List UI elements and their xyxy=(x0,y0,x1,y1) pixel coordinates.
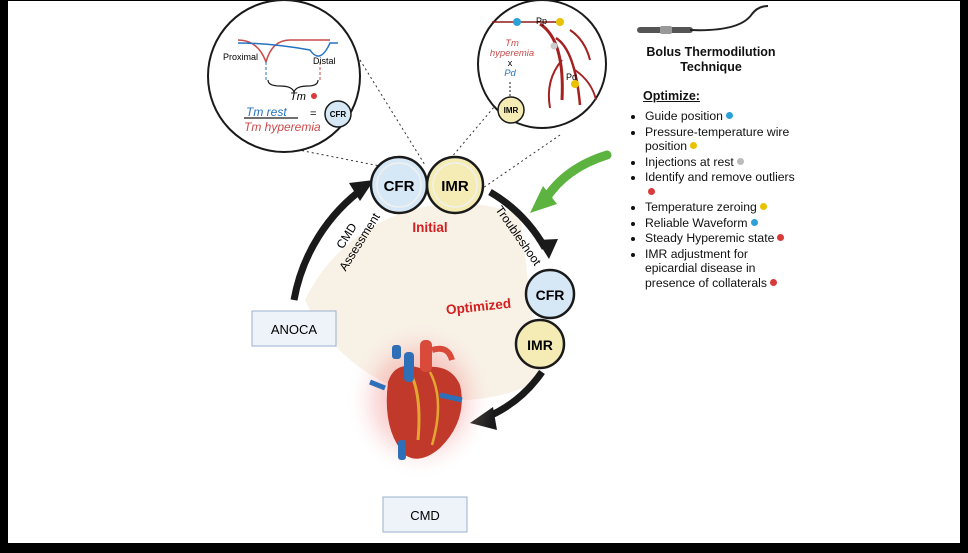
optimize-item-text: Identify and remove outliers xyxy=(645,170,795,184)
tm-rest-label: Tm rest xyxy=(246,105,287,119)
info-marker-icon xyxy=(777,234,785,241)
optimize-item-text: Injections at rest xyxy=(645,154,734,169)
pd-vessel-label: Pd xyxy=(566,72,577,82)
panel-title-line1: Bolus Thermodilution xyxy=(646,45,776,59)
info-marker-icon xyxy=(769,278,777,286)
imr-optimized-circle xyxy=(514,318,566,370)
vessel-tm-label: Tm xyxy=(505,38,519,49)
info-marker-icon xyxy=(690,142,698,149)
optimize-item-text: Pressure-temperature wire position xyxy=(645,124,790,154)
imr-optimized-label: IMR xyxy=(527,337,553,353)
optimize-list: Guide positionPressure-temperature wire … xyxy=(626,109,796,290)
anoca-label: ANOCA xyxy=(271,322,318,337)
vessel-inset xyxy=(477,0,607,129)
optimize-item-text: Guide position xyxy=(645,109,723,123)
anoca-box xyxy=(251,310,337,347)
green-arrowhead xyxy=(530,186,557,213)
optimize-item: IMR adjustment for epicardial disease in… xyxy=(645,247,796,291)
assessment-arrowhead xyxy=(349,180,374,201)
cmd-box xyxy=(382,496,468,533)
imr-initial-circle xyxy=(425,155,485,215)
assessment-arrow xyxy=(290,184,368,301)
info-marker-icon xyxy=(725,112,733,119)
guidewire-icon xyxy=(637,5,769,34)
multiply-label: x xyxy=(508,58,513,68)
optimize-item-text: IMR adjustment for epicardial disease in… xyxy=(645,246,767,290)
vessel-pd-label: Pd xyxy=(504,68,516,79)
cfr-optimized-label: CFR xyxy=(536,287,565,303)
imr-initial-label: IMR xyxy=(441,178,469,195)
distal-label: Distal xyxy=(313,56,336,66)
optimize-heading: Optimize: xyxy=(643,89,700,103)
optimize-item-text: Reliable Waveform xyxy=(645,215,748,230)
optimized-label: Optimized xyxy=(445,296,511,318)
info-marker-icon xyxy=(648,187,655,195)
vessel-hyperemia-label: hyperemia xyxy=(490,48,534,59)
tm-hyperemia-label: Tm hyperemia xyxy=(244,120,321,134)
optimize-item: Pressure-temperature wire position xyxy=(645,125,796,154)
cfr-initial-label: CFR xyxy=(384,178,415,195)
zoom-lines xyxy=(247,59,561,191)
panel-title-line2: Technique xyxy=(680,60,742,74)
equals-label: = xyxy=(310,108,316,120)
info-marker-icon xyxy=(736,157,744,165)
curve-inset xyxy=(207,0,361,153)
cmd-label: CMD xyxy=(410,508,440,523)
troubleshoot-arrowhead xyxy=(537,239,558,259)
optimize-item: Steady Hyperemic state xyxy=(645,231,796,246)
optimize-item-text: Temperature zeroing xyxy=(645,200,757,214)
initial-label: Initial xyxy=(412,220,447,235)
pp-label: Pp xyxy=(536,16,547,26)
optimize-item-text: Steady Hyperemic state xyxy=(645,231,775,245)
inset-cfr-label: CFR xyxy=(330,110,347,119)
tm-label: Tm xyxy=(290,91,306,103)
proximal-label: Proximal xyxy=(223,52,258,62)
info-marker-icon xyxy=(759,203,767,210)
optimize-item: Guide position xyxy=(645,109,796,124)
cfr-optimized-circle xyxy=(524,268,576,320)
optimize-item: Reliable Waveform xyxy=(645,216,796,231)
info-marker-icon xyxy=(750,218,758,226)
optimize-item: Temperature zeroing xyxy=(645,200,796,215)
inset-imr-label: IMR xyxy=(504,106,519,115)
optimize-item: Injections at rest xyxy=(645,155,796,170)
optimize-panel: Bolus Thermodilution Technique Optimize:… xyxy=(626,45,796,291)
heart-icon xyxy=(345,320,495,480)
optimize-item: Identify and remove outliers xyxy=(645,170,796,199)
